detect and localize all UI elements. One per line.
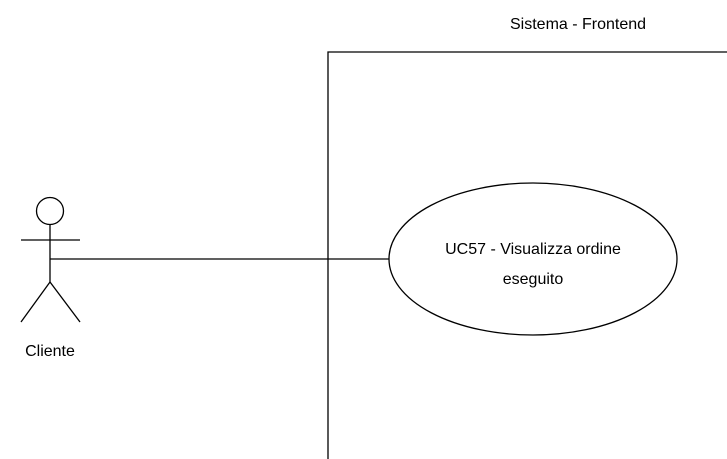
use-case-ellipse <box>388 182 678 336</box>
actor-right-leg <box>49 281 81 323</box>
system-boundary: Sistema - Frontend <box>327 16 727 459</box>
actor-head <box>35 196 65 226</box>
use-case-label-line2: eseguito <box>503 271 564 288</box>
actor-label: Cliente <box>25 343 75 360</box>
use-case-label-line1: UC57 - Visualizza ordine <box>445 241 621 258</box>
system-boundary-title: Sistema - Frontend <box>510 16 646 33</box>
actor-cliente[interactable]: Cliente <box>20 196 81 361</box>
use-case-uc57[interactable]: UC57 - Visualizza ordine eseguito <box>388 182 678 336</box>
system-boundary-border[interactable] <box>327 51 727 459</box>
actor-left-leg <box>20 281 51 323</box>
